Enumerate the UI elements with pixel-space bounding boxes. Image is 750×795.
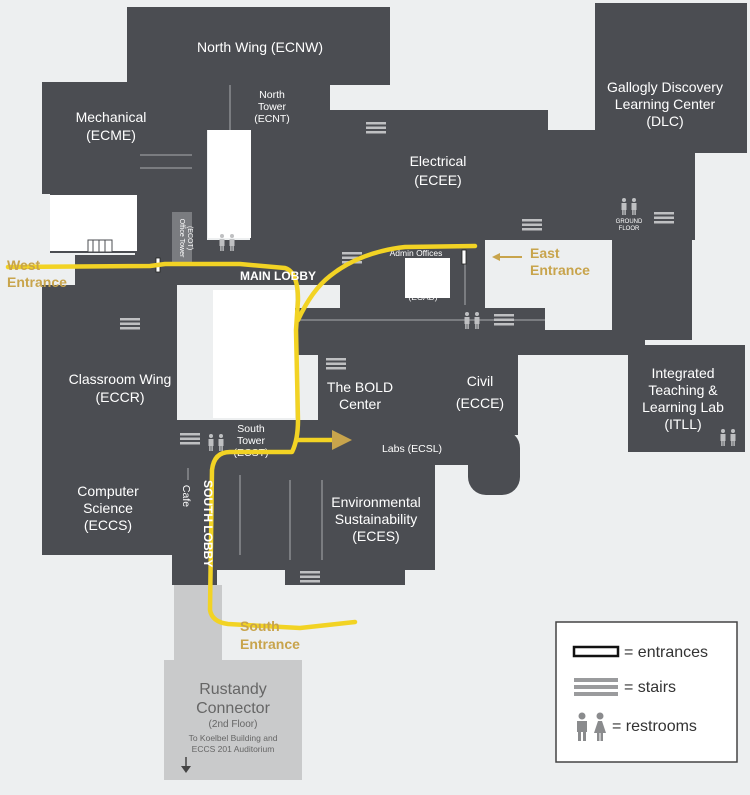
entrance-labels: West Entrance East Entrance South Entran…	[7, 245, 590, 652]
civil-label-1: Civil	[467, 373, 493, 389]
stairs-icon	[366, 122, 386, 134]
main-lobby-label: MAIN LOBBY	[240, 269, 316, 283]
south-entrance-label-1: South	[240, 618, 280, 634]
south-tower-label-1: South	[237, 423, 265, 435]
cafe-south-label: Cafe	[180, 485, 192, 507]
labs-label: Labs (ECSL)	[382, 443, 442, 455]
labs-corridor	[172, 420, 482, 465]
rustandy-note-1: To Koelbel Building and	[189, 733, 278, 743]
west-entrance-label-1: West	[7, 257, 41, 273]
down-arrow-icon	[181, 757, 191, 773]
office-tower-block	[172, 212, 192, 264]
dlc-top-block	[595, 3, 747, 153]
itll-label-2: Teaching &	[648, 382, 718, 398]
route-west-to-south	[5, 261, 358, 631]
building-footprints	[42, 3, 747, 585]
legend: = entrances = stairs = restrooms	[555, 621, 738, 763]
classroom-wing-label-2: (ECCR)	[96, 389, 145, 405]
stairs-legend-icon	[574, 678, 618, 696]
entrance-legend-icon	[572, 645, 620, 658]
south-entrance-label-2: Entrance	[240, 636, 300, 652]
rustandy-neck	[174, 585, 222, 663]
north-wing-block	[127, 7, 390, 85]
stairs-icon	[300, 571, 320, 583]
classroom-north-block	[75, 255, 135, 295]
building-labels: North Wing (ECNW) North Tower (ECNT) Mec…	[69, 39, 724, 754]
electrical-west-block	[250, 130, 330, 255]
south-tower-label-2: Tower	[237, 435, 266, 447]
east-entrance-marker	[461, 249, 467, 265]
dlc-label-3: (DLC)	[646, 113, 683, 129]
dlc-label-2: Learning Center	[615, 96, 716, 112]
stairs-icon	[654, 212, 674, 224]
stairs-icon	[180, 433, 200, 445]
dlc-label-1: Gallogly Discovery	[607, 79, 723, 95]
labs-arrow-icon	[332, 430, 352, 450]
north-tower-label-3: (ECNT)	[254, 113, 290, 125]
north-tower-label-1: North	[259, 89, 285, 101]
west-stair-outline	[87, 239, 113, 253]
stairs-icon	[120, 318, 140, 330]
ecad-courtyard	[405, 258, 450, 298]
mechanical-label-2: (ECME)	[86, 127, 136, 143]
legend-stairs-label: = stairs	[624, 679, 676, 696]
stairs-icon	[494, 314, 514, 326]
east-corridor-lower	[295, 330, 645, 355]
office-tower-label-2: (ECOT)	[186, 226, 193, 250]
environmental-label-2: Sustainability	[335, 511, 418, 527]
itll-label-1: Integrated	[651, 365, 714, 381]
ground-floor-label-1: GROUND	[616, 219, 643, 225]
itll-label-3: Learning Lab	[642, 399, 724, 415]
ecad-label: (ECAD)	[408, 292, 437, 302]
itll-label-4: (ITLL)	[664, 416, 701, 432]
west-entrance-label-2: Entrance	[7, 274, 67, 290]
route-path	[5, 243, 478, 631]
environmental-label-3: (ECES)	[352, 528, 399, 544]
computer-science-label-1: Computer	[77, 483, 139, 499]
classroom-wing-label-1: Classroom Wing	[69, 371, 172, 387]
admin-offices-label: Admin Offices	[390, 248, 443, 258]
classroom-wing-block	[42, 285, 177, 455]
east-entrance-label-2: Entrance	[530, 262, 590, 278]
central-courtyard	[213, 290, 295, 418]
stairs-icon	[522, 219, 542, 231]
restroom-legend-icon	[577, 712, 606, 741]
office-tower-label-1: Office Tower	[178, 219, 185, 258]
rustandy-floor-label: (2nd Floor)	[209, 719, 258, 730]
bold-center-label-1: The BOLD	[327, 379, 393, 395]
mechanical-east-block	[135, 85, 207, 255]
rustandy-label-1: Rustandy	[199, 681, 267, 698]
dlc-south-block	[612, 230, 692, 340]
east-entrance-label-1: East	[530, 245, 560, 261]
north-tower-block	[207, 85, 330, 130]
bold-center-label-2: Center	[339, 396, 381, 412]
north-courtyard	[208, 130, 251, 238]
electrical-label-2: (ECEE)	[414, 172, 461, 188]
legend-restrooms-label: = restrooms	[612, 718, 697, 735]
civil-label-2: (ECCE)	[456, 395, 504, 411]
north-wing-label: North Wing (ECNW)	[197, 39, 323, 55]
rustandy-block	[164, 660, 302, 780]
computer-science-label-3: (ECCS)	[84, 517, 132, 533]
stairs-icon	[326, 358, 346, 370]
rustandy-note-2: ECCS 201 Auditorium	[192, 744, 275, 754]
electrical-label-1: Electrical	[410, 153, 467, 169]
cafe-north-label: Cafe	[223, 206, 245, 218]
south-lobby-label: SOUTH LOBBY	[201, 480, 215, 567]
route-main-to-east	[295, 243, 478, 323]
legend-entrances-label: = entrances	[624, 644, 708, 661]
environmental-label-1: Environmental	[331, 494, 421, 510]
computer-science-block	[42, 455, 177, 555]
ground-floor-label-2: FLOOR	[619, 226, 640, 232]
mechanical-label-1: Mechanical	[76, 109, 147, 125]
rustandy-label-2: Connector	[196, 700, 270, 717]
east-entrance-arrow-icon	[492, 253, 522, 261]
computer-science-label-2: Science	[83, 500, 133, 516]
north-tower-label-2: Tower	[258, 101, 287, 113]
